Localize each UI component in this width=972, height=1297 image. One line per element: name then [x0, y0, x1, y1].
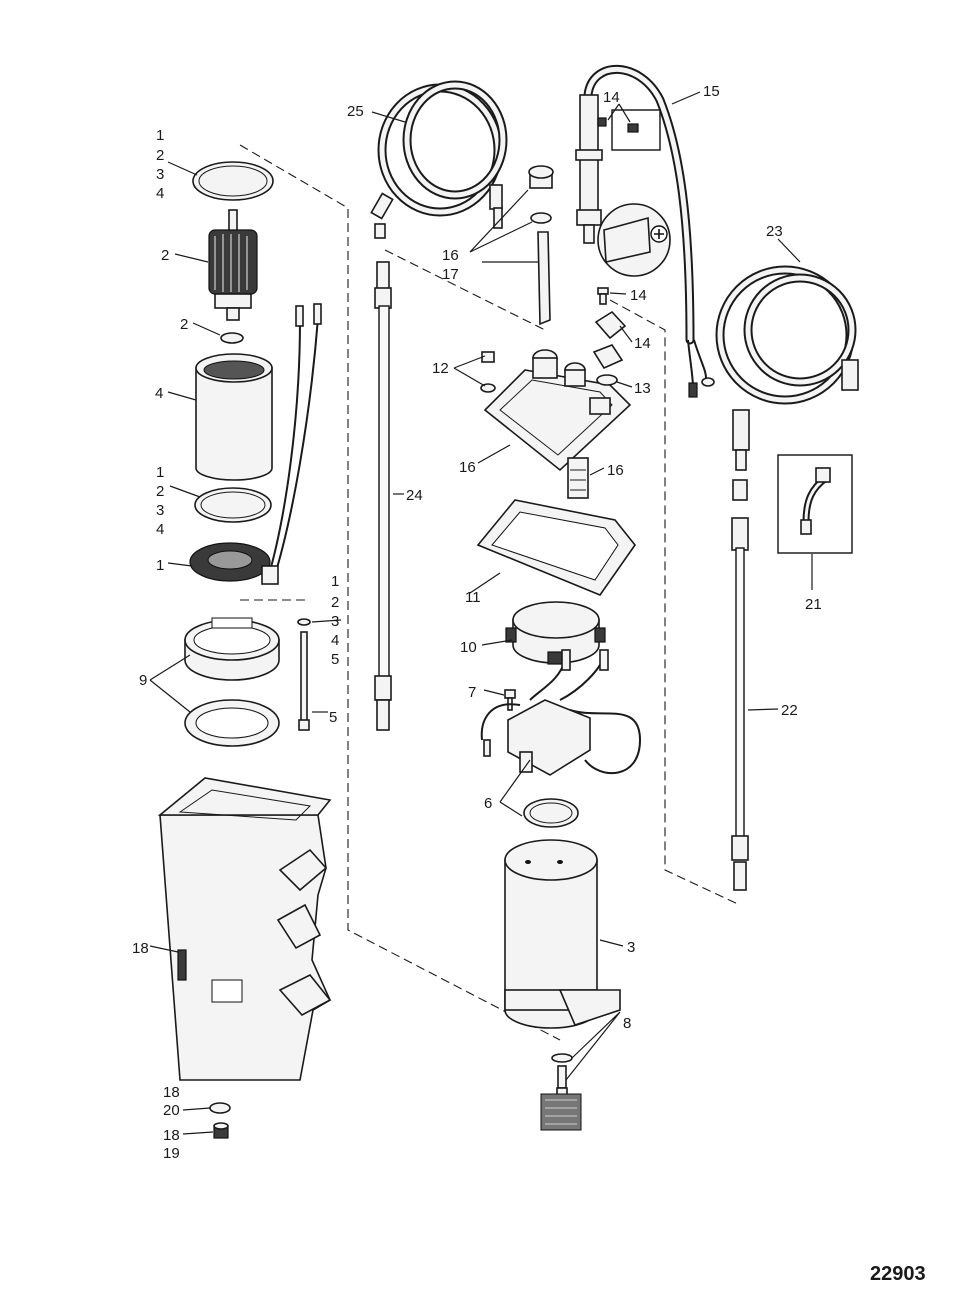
gasket: [476, 499, 636, 596]
label-23: 23: [766, 223, 783, 240]
hose-coil-25: [370, 80, 508, 239]
brush-wires: [267, 303, 322, 579]
label-6: 6: [484, 795, 492, 812]
label-19: 19: [163, 1145, 180, 1162]
bracket-parts: [592, 287, 627, 386]
label-10: 10: [460, 639, 477, 656]
label-13: 13: [634, 380, 651, 397]
leader-lines: [149, 91, 813, 1135]
figure-number: 22903: [870, 1263, 926, 1285]
drain-washer: [209, 1102, 231, 1114]
hose-22: [731, 479, 749, 891]
label-2: 2: [156, 483, 164, 500]
end-cap-brush-plate: [189, 542, 279, 585]
label-14: 14: [630, 287, 647, 304]
o-ring-middle: [194, 487, 272, 523]
screw: [504, 689, 516, 711]
label-2: 2: [156, 147, 164, 164]
hose-coil-23: [715, 265, 859, 471]
motor-frame: [195, 353, 273, 481]
label-16: 16: [607, 462, 624, 479]
label-3: 3: [331, 613, 339, 630]
reservoir-housing: [157, 777, 332, 1081]
drain-plug: [213, 1122, 229, 1139]
label-4: 4: [156, 185, 164, 202]
label-8: 8: [623, 1015, 631, 1032]
label-3: 3: [156, 166, 164, 183]
through-bolt: [297, 618, 311, 731]
label-1: 1: [331, 573, 339, 590]
hose-24: [374, 261, 392, 731]
pump-coupler: [505, 601, 606, 665]
pump-o-ring: [523, 798, 579, 828]
label-7: 7: [468, 684, 476, 701]
label-14: 14: [603, 89, 620, 106]
label-15: 15: [703, 83, 720, 100]
label-14: 14: [634, 335, 651, 352]
washer: [220, 332, 244, 344]
screw-inset: [597, 109, 661, 151]
label-16: 16: [459, 459, 476, 476]
label-4: 4: [155, 385, 163, 402]
harness-15: [575, 64, 715, 398]
armature: [208, 209, 258, 321]
part-labels: 1 2 3 4 2 2 4 1 2 3 4 1 1 2 3 4 5 9 5 18…: [132, 83, 926, 1285]
elbow-fitting-inset: [777, 454, 853, 554]
label-17: 17: [442, 266, 459, 283]
dashed-guide-lines: [239, 144, 741, 1041]
pump-body: [480, 649, 642, 776]
relay-inset: [597, 203, 671, 277]
label-3: 3: [627, 939, 635, 956]
label-18: 18: [163, 1127, 180, 1144]
pump-motor: [504, 839, 621, 1029]
label-3: 3: [156, 502, 164, 519]
label-22: 22: [781, 702, 798, 719]
label-12: 12: [432, 360, 449, 377]
label-25: 25: [347, 103, 364, 120]
label-2: 2: [180, 316, 188, 333]
label-2: 2: [161, 247, 169, 264]
label-18: 18: [163, 1084, 180, 1101]
label-5: 5: [329, 709, 337, 726]
label-20: 20: [163, 1102, 180, 1119]
o-ring-top: [192, 161, 274, 201]
pickup-screen: [540, 1053, 582, 1131]
spacer-ring: [184, 617, 280, 681]
label-24: 24: [406, 487, 423, 504]
label-4: 4: [156, 521, 164, 538]
label-4: 4: [331, 632, 339, 649]
label-21: 21: [805, 596, 822, 613]
label-18: 18: [132, 940, 149, 957]
label-16: 16: [442, 247, 459, 264]
label-1: 1: [156, 127, 164, 144]
label-1: 1: [156, 557, 164, 574]
label-9: 9: [139, 672, 147, 689]
filter: [567, 457, 589, 499]
pump-cover: [480, 349, 632, 472]
fill-plug-dipstick: [528, 165, 554, 326]
label-1: 1: [156, 464, 164, 481]
label-5: 5: [331, 651, 339, 668]
label-2: 2: [331, 594, 339, 611]
label-11: 11: [465, 589, 481, 606]
